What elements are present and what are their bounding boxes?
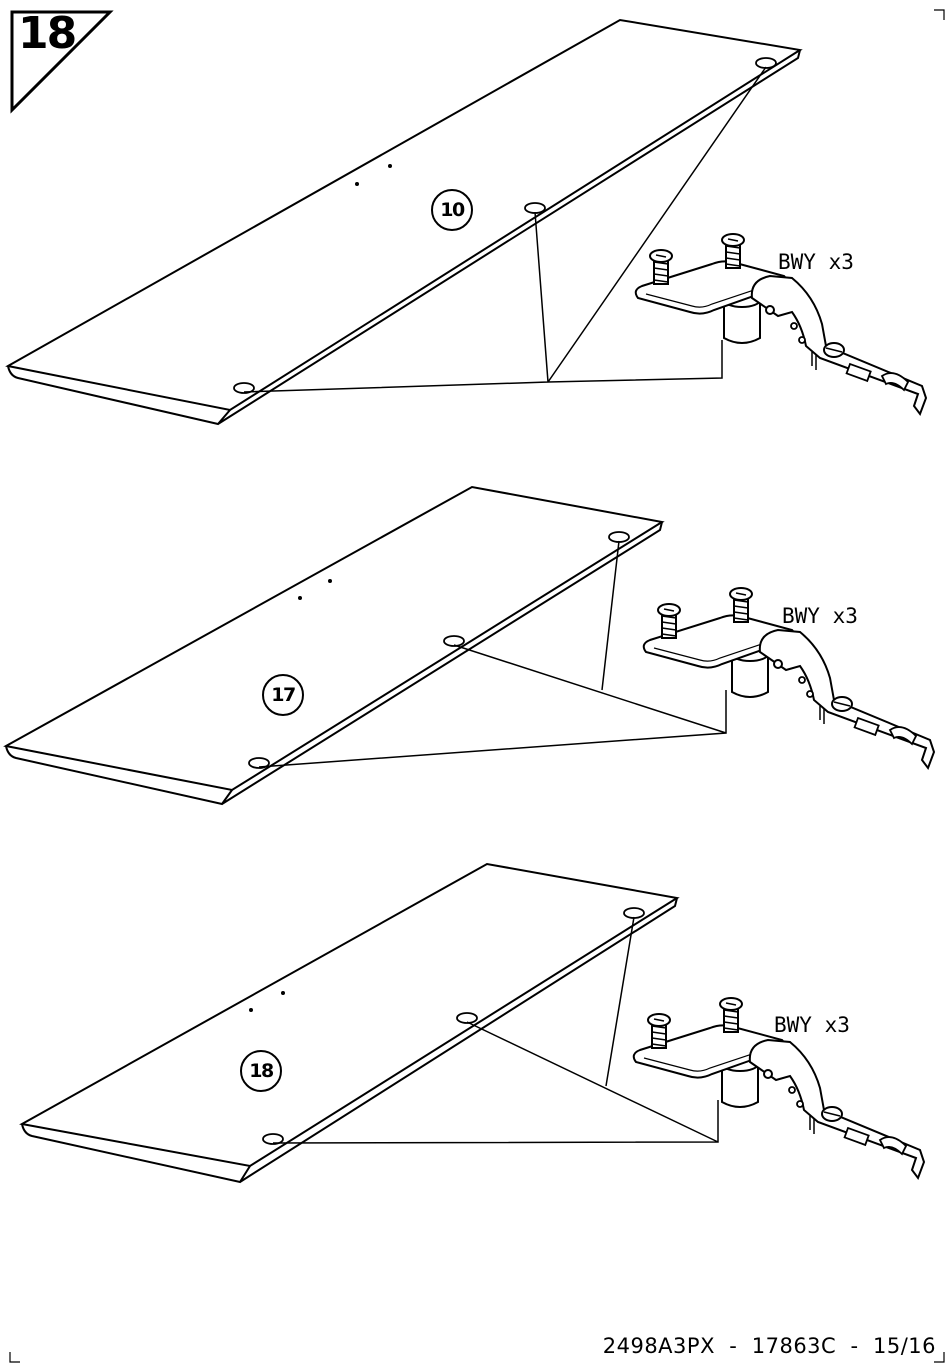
board-10 <box>8 20 800 424</box>
part-number-label: 17 <box>263 683 303 707</box>
hardware-quantity-label: BWY x3 <box>782 603 858 629</box>
part-number-label: 10 <box>432 198 472 222</box>
document-code-footer: 2498A3PX - 17863C - 15/16 <box>603 1334 936 1358</box>
panel-2-illustration <box>6 487 934 804</box>
panel-1-illustration <box>8 20 926 424</box>
step-number: 18 <box>18 8 88 60</box>
hardware-quantity-label: BWY x3 <box>778 249 854 275</box>
board-17 <box>6 487 662 804</box>
board-18 <box>22 864 677 1182</box>
hardware-quantity-label: BWY x3 <box>774 1012 850 1038</box>
part-number-label: 18 <box>241 1059 281 1083</box>
